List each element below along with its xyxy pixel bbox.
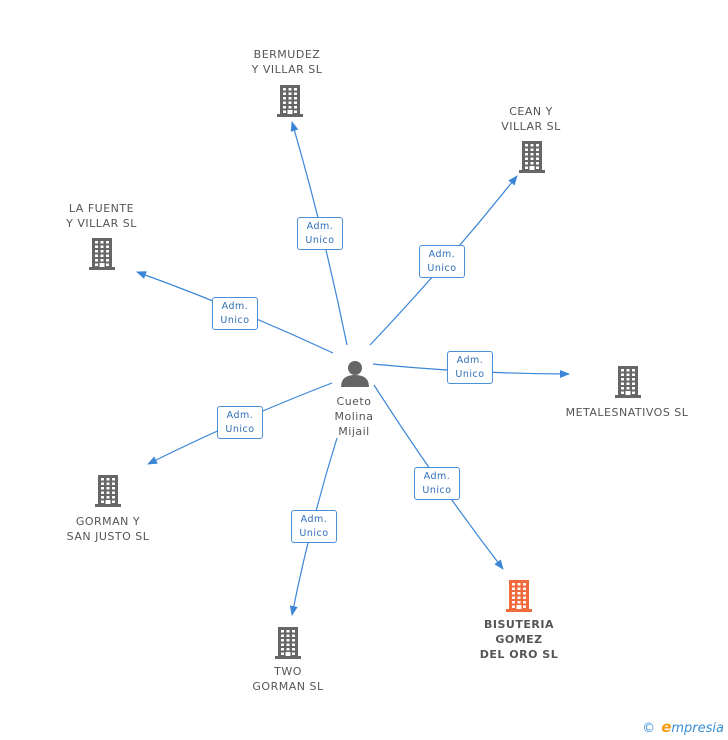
empresia-logo: © empresia (642, 718, 724, 736)
relation-type-text: Unico (305, 235, 335, 246)
relation-type-text: Unico (455, 369, 485, 380)
building-icon[interactable] (277, 85, 303, 117)
relation-badge-bermudez[interactable]: Adm. Unico (297, 217, 343, 250)
center-person-label[interactable]: Cueto Molina Mijail (334, 395, 374, 438)
relation-type-text: Unico (299, 528, 329, 539)
building-icon[interactable] (95, 475, 121, 507)
building-icon[interactable] (519, 141, 545, 173)
company-label-two[interactable]: TWO GORMAN SL (252, 665, 324, 693)
relation-type-text: Unico (220, 315, 250, 326)
relation-role-text: Adm. (456, 355, 484, 366)
relation-badge-lafuente[interactable]: Adm. Unico (212, 297, 258, 330)
company-label-lafuente[interactable]: LA FUENTE Y VILLAR SL (66, 202, 137, 230)
relation-badge-gorman[interactable]: Adm. Unico (217, 406, 263, 439)
relation-badge-bisuteria[interactable]: Adm. Unico (414, 467, 460, 500)
relation-badge-cean[interactable]: Adm. Unico (419, 245, 465, 278)
relation-role-text: Adm. (423, 471, 451, 482)
relation-role-text: Adm. (226, 410, 254, 421)
relation-type-text: Unico (422, 485, 452, 496)
company-label-bermudez[interactable]: BERMUDEZ Y VILLAR SL (251, 48, 323, 76)
relation-role-text: Adm. (221, 301, 249, 312)
relation-role-text: Adm. (306, 221, 334, 232)
person-icon[interactable] (341, 361, 369, 387)
building-icon[interactable] (89, 238, 115, 270)
relation-type-text: Unico (225, 424, 255, 435)
relation-role-text: Adm. (428, 249, 456, 260)
relation-badge-two[interactable]: Adm. Unico (291, 510, 337, 543)
company-label-bisuteria[interactable]: BISUTERIA GOMEZ DEL ORO SL (479, 618, 559, 661)
relation-role-text: Adm. (300, 514, 328, 525)
company-label-cean[interactable]: CEAN Y VILLAR SL (501, 105, 561, 133)
company-label-gorman[interactable]: GORMAN Y SAN JUSTO SL (66, 515, 150, 543)
building-icon[interactable] (615, 366, 641, 398)
relation-badge-metales[interactable]: Adm. Unico (447, 351, 493, 384)
company-label-metales[interactable]: METALESNATIVOS SL (565, 406, 689, 419)
building-icon[interactable] (506, 580, 532, 612)
relation-type-text: Unico (427, 263, 457, 274)
building-icon[interactable] (275, 627, 301, 659)
